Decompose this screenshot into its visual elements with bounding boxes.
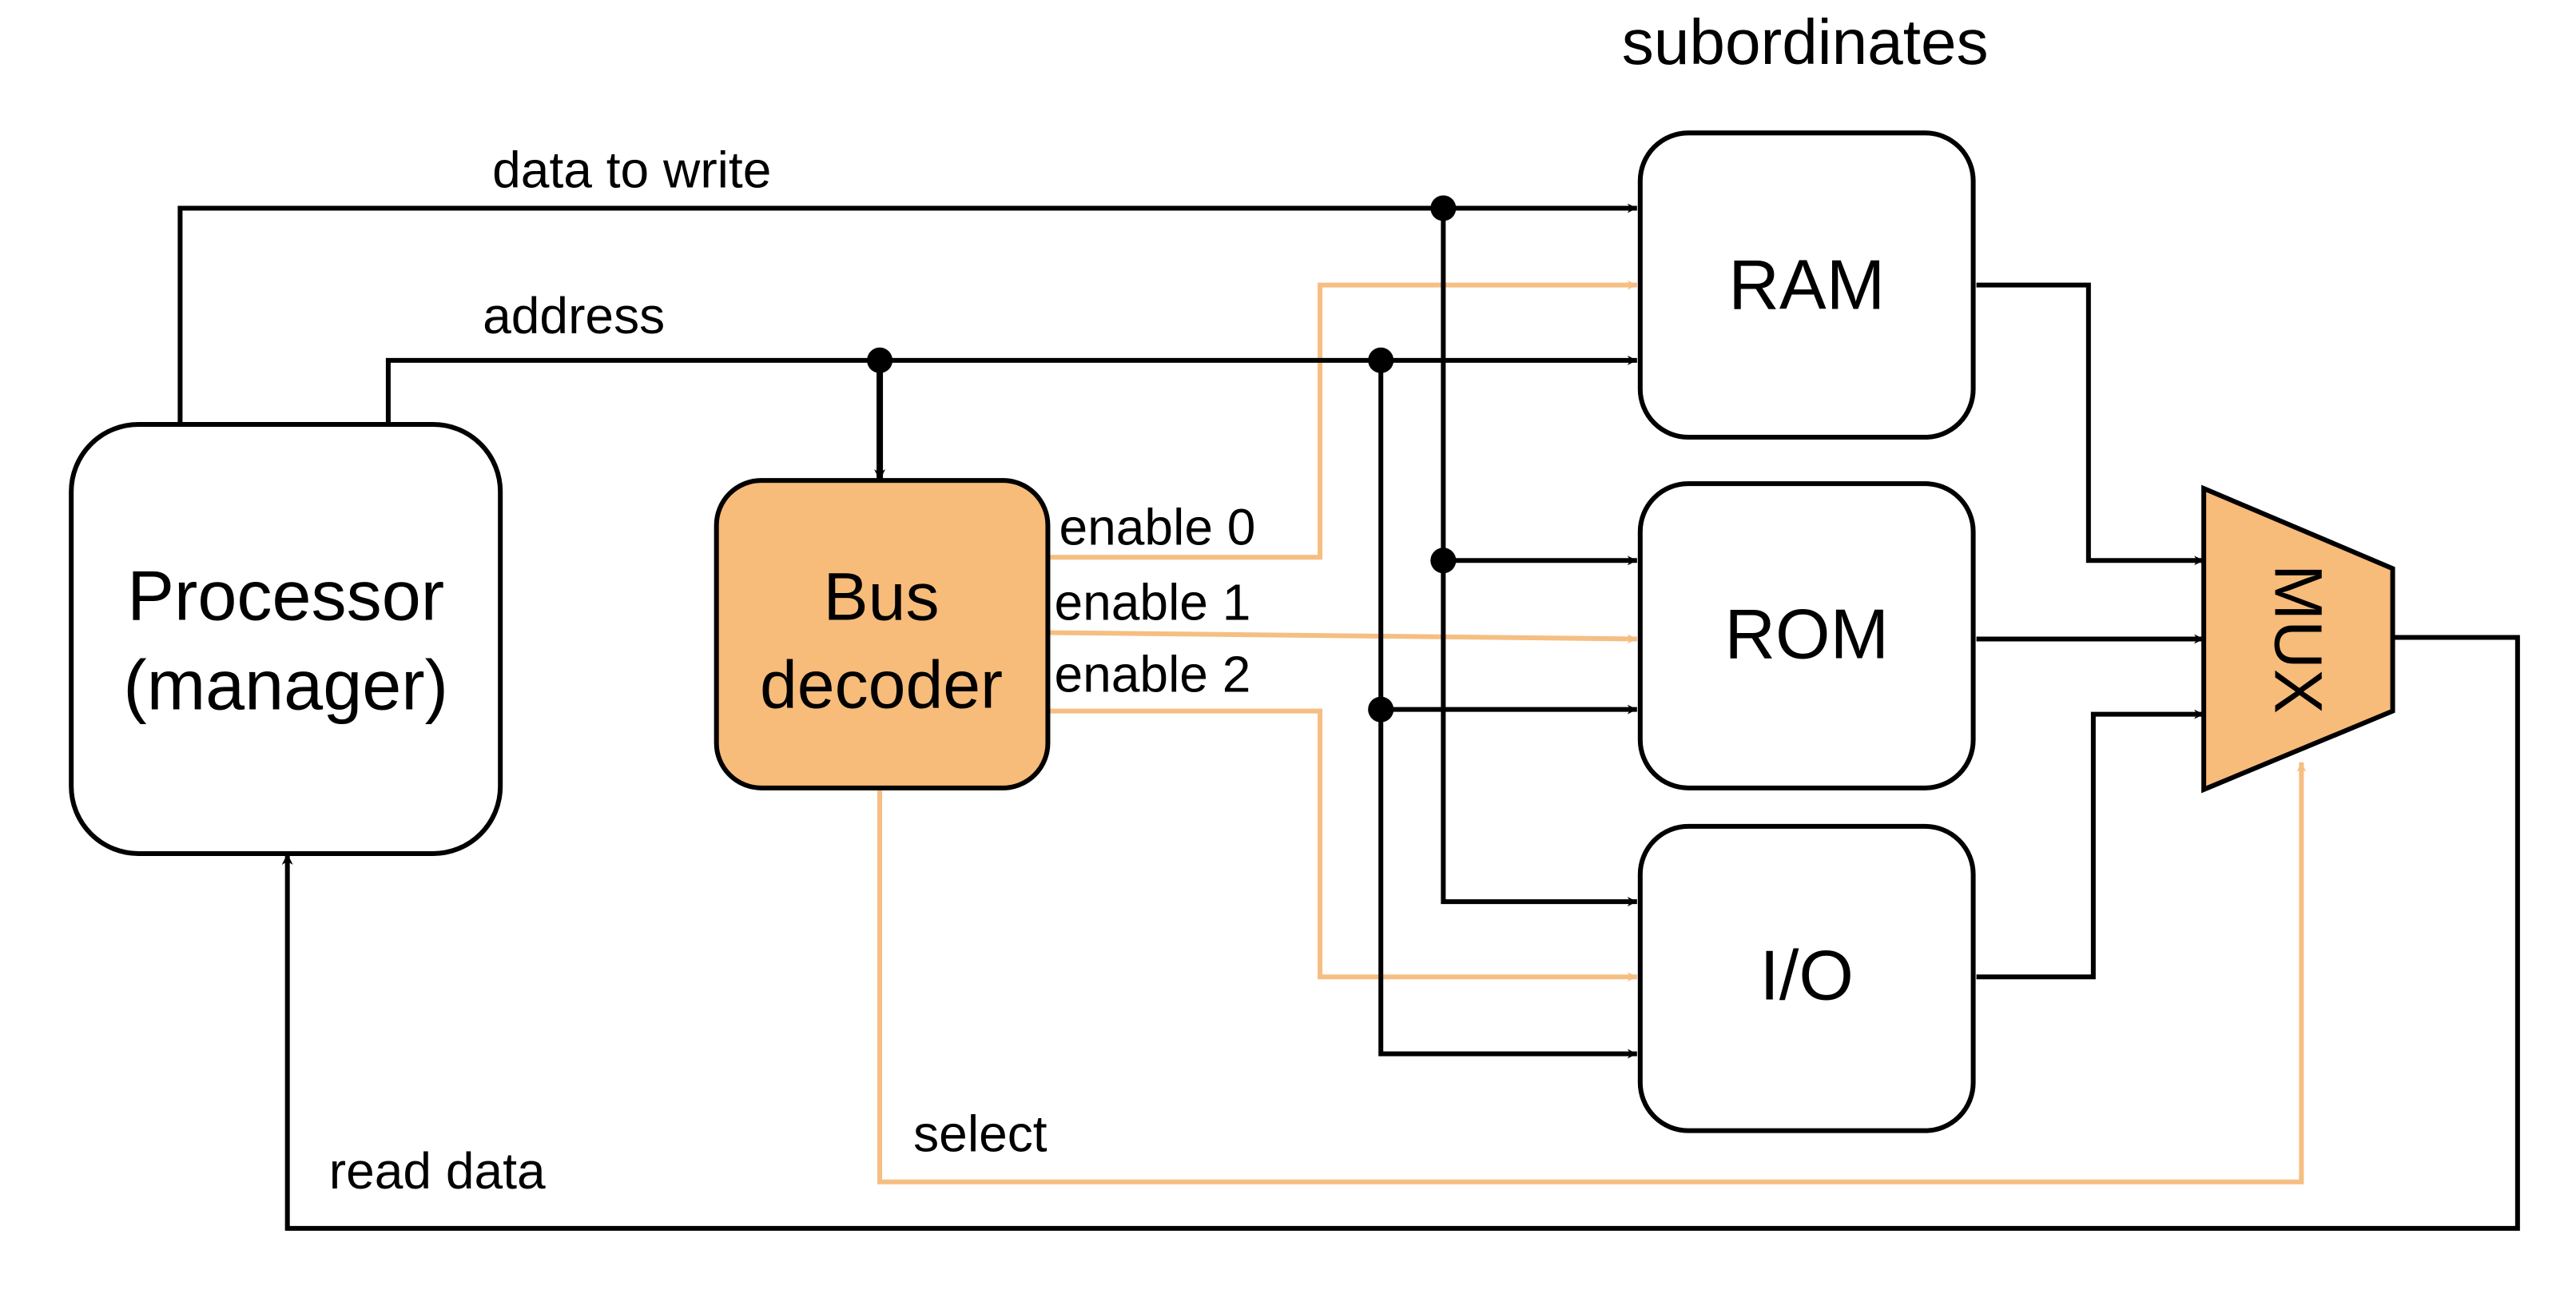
select-wire	[877, 762, 2307, 1185]
rom-block: ROM	[1637, 481, 1976, 790]
io-label: I/O	[1759, 935, 1854, 1014]
subordinates-heading: subordinates	[1622, 6, 1989, 78]
junction-dot	[1368, 347, 1394, 373]
address-wire	[385, 355, 1637, 1059]
io-block: I/O	[1637, 823, 1976, 1133]
enable-2-label: enable 2	[1054, 646, 1250, 703]
enable-2-wire	[1047, 708, 1637, 982]
enable-0-wire	[1047, 280, 1637, 560]
processor-block: Processor (manager)	[69, 421, 503, 856]
bus-decoder-label-line2: decoder	[760, 647, 1003, 723]
data-to-write-label: data to write	[492, 141, 771, 198]
mux-block: MUX	[2201, 484, 2395, 794]
address-label: address	[483, 287, 665, 344]
junction-dot	[1430, 547, 1457, 574]
processor-label-line1: Processor	[127, 555, 444, 635]
io-output-wire	[1976, 709, 2204, 980]
enable-1-label: enable 1	[1054, 573, 1250, 631]
junction-dot	[1430, 195, 1457, 221]
ram-label: RAM	[1728, 245, 1885, 324]
ram-output-wire	[1976, 282, 2204, 566]
mux-label: MUX	[2260, 564, 2335, 714]
read-data-wire	[281, 635, 2520, 1231]
junction-dots	[867, 195, 1457, 723]
processor-label-line2: (manager)	[123, 646, 448, 725]
rom-label: ROM	[1724, 595, 1889, 674]
junction-dot	[1368, 696, 1394, 723]
ram-block: RAM	[1637, 130, 1976, 440]
junction-dot	[867, 347, 893, 373]
bus-decoder-label-line1: Bus	[824, 559, 940, 634]
data-to-write-wire	[177, 203, 1637, 907]
read-data-label: read data	[329, 1142, 546, 1200]
enable-0-label: enable 0	[1059, 498, 1255, 555]
select-label: select	[913, 1105, 1047, 1163]
enable-1-wire	[1047, 630, 1637, 644]
bus-decoder-block: Bus decoder	[714, 478, 1051, 790]
